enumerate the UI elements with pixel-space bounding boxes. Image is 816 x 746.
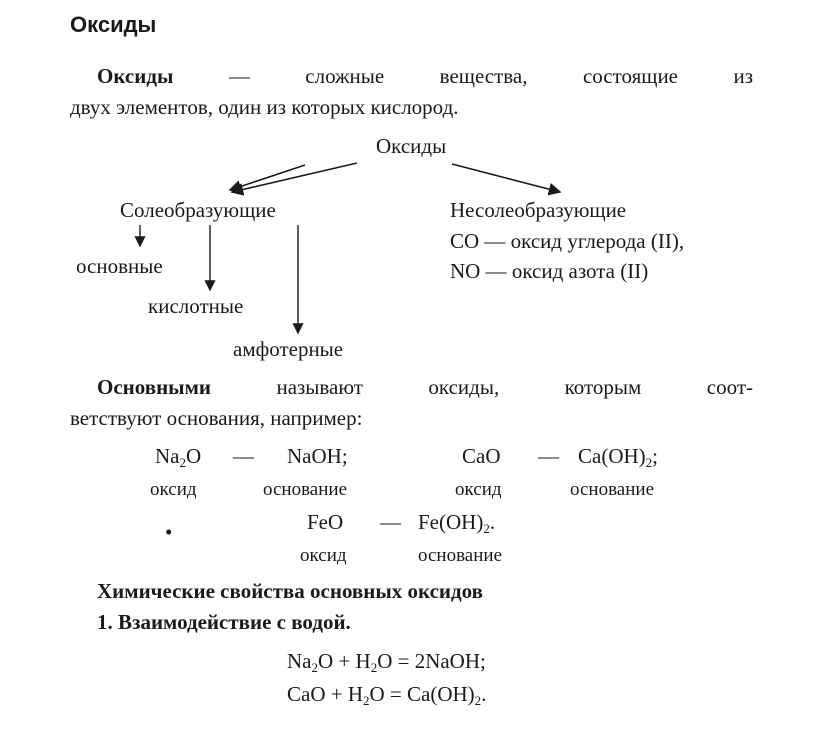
bullet: • — [165, 520, 173, 544]
basic-def-term: Основными — [97, 375, 211, 399]
definition-line-1: Оксиды — сложные вещества, состоящие из — [97, 66, 753, 87]
base-label: основание — [418, 545, 502, 566]
oxide-label: оксид — [300, 545, 347, 566]
oxide-cao: CaO — [462, 444, 501, 468]
dash: — — [380, 510, 401, 534]
dash: — — [538, 444, 559, 468]
base-feoh2: Fe(OH)2. — [418, 510, 496, 536]
definition-term: Оксиды — [97, 64, 174, 88]
equation-1: Na2O + H2O = 2NaOH; — [287, 649, 486, 675]
basic-label: основные — [76, 254, 163, 278]
dash: — — [233, 444, 254, 468]
arrow-root-left — [230, 162, 358, 196]
basic-def-line-1: Основными называют оксиды, которым соот- — [97, 377, 753, 398]
base-caoh2: Ca(OH)2; — [578, 444, 658, 470]
definition-line-2: двух элементов, один из которых кислород… — [70, 95, 459, 119]
oxide-feo: FeO — [307, 510, 344, 534]
definition-text: — сложные вещества, состоящие из — [228, 64, 753, 88]
basic-def-text: называют оксиды, которым соот- — [276, 375, 754, 399]
oxide-label: оксид — [455, 479, 502, 500]
base-naoh: NaOH; — [287, 444, 348, 468]
non-salt-forming-label: Несолеобразующие — [450, 198, 627, 222]
example-no: NO — оксид азота (II) — [450, 259, 649, 283]
oxide-label: оксид — [150, 479, 197, 500]
base-label: основание — [570, 479, 654, 500]
page-title: Оксиды — [70, 12, 157, 37]
property-1: 1. Взаимодействие с водой. — [97, 610, 351, 634]
base-label: основание — [263, 479, 347, 500]
equation-2: CaO + H2O = Ca(OH)2. — [287, 682, 487, 708]
properties-heading: Химические свойства основных оксидов — [97, 579, 483, 603]
diagram-root: Оксиды — [376, 134, 447, 158]
arrow-to-non-salt-forming — [451, 163, 562, 196]
amphoteric-label: амфотерные — [233, 337, 344, 361]
acidic-label: кислотные — [148, 294, 244, 318]
oxide-na2o: Na2O — [155, 444, 202, 470]
salt-forming-label: Солеобразующие — [120, 198, 276, 222]
example-co: CO — оксид углерода (II), — [450, 229, 685, 253]
basic-def-line-2: ветствуют основания, например: — [70, 406, 363, 430]
